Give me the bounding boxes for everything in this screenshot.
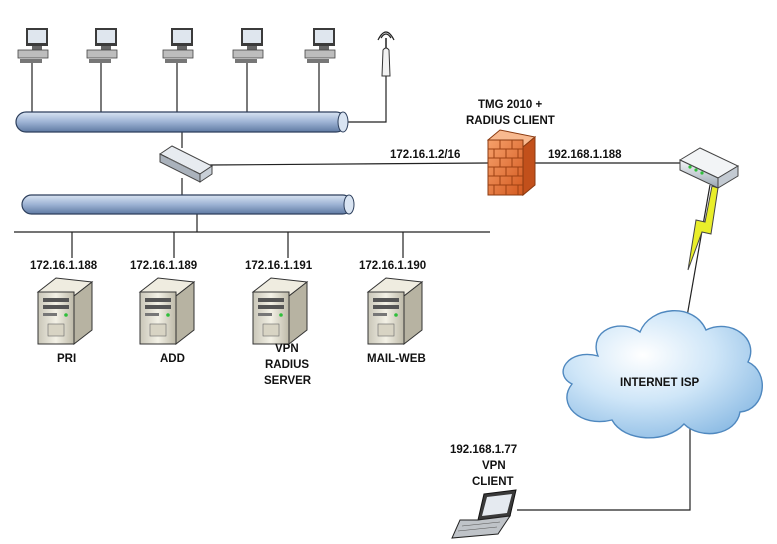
firewall-internal-ip: 172.16.1.2/16 <box>390 149 460 161</box>
workstation-icon <box>304 28 336 63</box>
firewall-icon <box>486 129 537 197</box>
workstations <box>17 28 336 63</box>
server-ip-label: 172.16.1.191 <box>245 260 313 272</box>
server-name-label: RADIUS <box>265 359 309 371</box>
labels: TMG 2010 + RADIUS CLIENT 172.16.1.2/16 1… <box>30 99 700 488</box>
server-name-label: PRI <box>57 353 76 365</box>
internet-cloud-icon <box>562 310 763 439</box>
workstation-icon <box>86 28 118 63</box>
laptop-icon <box>451 489 517 539</box>
vpn-client-line2: CLIENT <box>472 476 514 488</box>
workstation-icon <box>162 28 194 63</box>
server-name-label: MAIL-WEB <box>367 353 426 365</box>
servers <box>36 277 424 346</box>
server-name-label: ADD <box>160 353 185 365</box>
backbone-bus-top <box>15 111 349 133</box>
wires <box>14 62 711 511</box>
server-ip-label: 172.16.1.188 <box>30 260 98 272</box>
vpn-client-ip: 192.168.1.77 <box>450 444 517 456</box>
server-name-label: VPN <box>275 343 299 355</box>
server-ip-label: 172.16.1.190 <box>359 260 426 272</box>
firewall-external-ip: 192.168.1.188 <box>548 149 622 161</box>
workstation-icon <box>17 28 49 63</box>
server-tower-icon <box>366 277 424 346</box>
server-tower-icon <box>138 277 196 346</box>
server-tower-icon <box>251 277 309 346</box>
firewall-title-line2: RADIUS CLIENT <box>466 115 555 127</box>
firewall-title-line1: TMG 2010 + <box>478 99 543 111</box>
router-icon <box>678 147 740 189</box>
vpn-client-line1: VPN <box>482 460 506 472</box>
server-ip-label: 172.16.1.189 <box>130 260 197 272</box>
lightning-link-icon <box>687 185 719 271</box>
server-tower-icon <box>36 277 94 346</box>
wireless-antenna-icon <box>377 31 395 77</box>
server-name-label: SERVER <box>264 375 312 387</box>
workstation-icon <box>232 28 264 63</box>
backbone-bus-bottom <box>21 194 355 215</box>
switch-icon <box>159 145 213 183</box>
cloud-label: INTERNET ISP <box>620 377 700 389</box>
